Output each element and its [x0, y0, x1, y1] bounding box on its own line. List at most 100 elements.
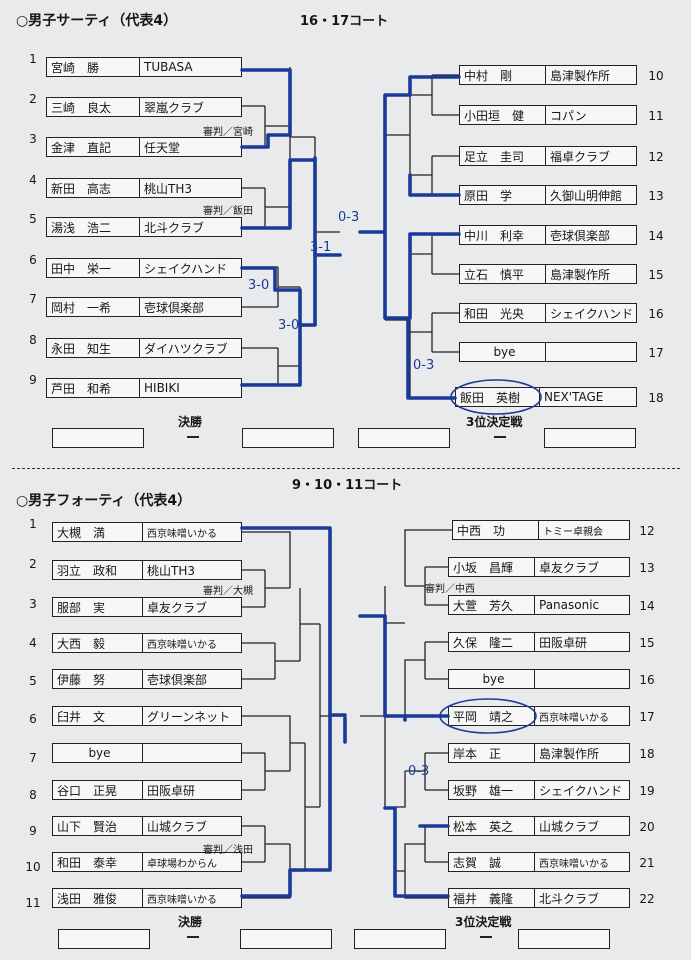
seed-number: 15 — [639, 636, 655, 650]
seed-number: 2 — [29, 557, 37, 571]
seed-number: 3 — [29, 597, 37, 611]
section-title-forty: ○男子フォーティ（代表4） — [16, 493, 192, 509]
player-name: 足立 圭司 — [460, 147, 546, 165]
player-name: 浅田 雅俊 — [53, 889, 143, 907]
player-club: 西京味噌いかる — [147, 639, 217, 651]
player-entry: 山下 賢治 山城クラブ — [52, 816, 242, 836]
player-name: 和田 光央 — [460, 304, 546, 322]
player-club: 壱球倶楽部 — [550, 228, 611, 243]
seed-number: 4 — [29, 173, 37, 187]
player-entry: bye — [52, 743, 242, 763]
player-club: 田阪卓研 — [147, 783, 196, 798]
player-name: 岸本 正 — [449, 744, 535, 762]
player-entry: 芦田 和希 HIBIKI — [46, 378, 242, 398]
umpire-note: 審判／浅田 — [203, 845, 253, 856]
player-club: 島津製作所 — [550, 267, 611, 282]
seed-number: 8 — [29, 333, 37, 347]
player-club: 山城クラブ — [539, 819, 600, 834]
seed-number: 17 — [648, 346, 664, 360]
player-club: 壱球倶楽部 — [144, 300, 205, 315]
player-club: 北斗クラブ — [144, 220, 205, 235]
player-entry: 和田 光央 シェイクハンド — [459, 303, 637, 323]
player-entry: 岡村 一希 壱球倶楽部 — [46, 297, 242, 317]
player-name: bye — [460, 343, 546, 361]
seed-number: 11 — [25, 896, 41, 910]
player-name: 原田 学 — [460, 186, 546, 204]
result-box — [52, 428, 144, 448]
seed-number: 14 — [639, 599, 655, 613]
seed-number: 6 — [29, 712, 37, 726]
player-club: 壱球倶楽部 — [147, 672, 208, 687]
player-club: 島津製作所 — [539, 746, 600, 761]
player-entry: 浅田 雅俊 西京味噌いかる — [52, 888, 242, 908]
player-name: 中川 利幸 — [460, 226, 546, 244]
player-name: 大西 毅 — [53, 634, 143, 652]
player-name: 大萱 芳久 — [449, 596, 535, 614]
third-place-label: 3位決定戦 — [455, 915, 512, 929]
player-name: 臼井 文 — [53, 707, 143, 725]
player-name: 湯浅 浩二 — [47, 218, 140, 236]
player-entry: 服部 実 卓友クラブ — [52, 597, 242, 617]
player-club: 翠嵐クラブ — [144, 100, 205, 115]
player-club: 田阪卓研 — [539, 635, 588, 650]
umpire-note: 審判／飯田 — [203, 206, 253, 217]
player-club: 久御山明伸館 — [550, 188, 623, 203]
section-title-thirty: ○男子サーティ（代表4） — [16, 13, 178, 29]
player-name: 飯田 英樹 — [456, 388, 540, 406]
seed-number: 1 — [29, 517, 37, 531]
seed-number: 16 — [639, 673, 655, 687]
player-name: 山下 賢治 — [53, 817, 143, 835]
player-entry: 小坂 昌輝 卓友クラブ — [448, 557, 630, 577]
player-name: 谷口 正晃 — [53, 781, 143, 799]
player-entry: 大西 毅 西京味噌いかる — [52, 633, 242, 653]
seed-number: 11 — [648, 109, 664, 123]
seed-number: 4 — [29, 636, 37, 650]
court-label-bottom: 9・10・11コート — [292, 478, 403, 493]
final-dash — [187, 936, 199, 938]
player-name: 伊藤 努 — [53, 670, 143, 688]
player-name: 中西 功 — [453, 521, 539, 539]
player-entry: 大萱 芳久 Panasonic — [448, 595, 630, 615]
seed-number: 5 — [29, 674, 37, 688]
section-divider — [12, 468, 680, 469]
player-club: コパン — [550, 108, 587, 123]
player-entry: 湯浅 浩二 北斗クラブ — [46, 217, 242, 237]
player-name: 羽立 政和 — [53, 561, 143, 579]
player-entry: 松本 英之 山城クラブ — [448, 816, 630, 836]
player-name: 服部 実 — [53, 598, 143, 616]
result-box — [354, 929, 446, 949]
player-entry: 平岡 靖之 西京味噌いかる — [448, 706, 630, 726]
player-entry: 飯田 英樹 NEX'TAGE — [455, 387, 637, 407]
player-name: 宮崎 勝 — [47, 58, 140, 76]
player-entry: 志賀 誠 西京味噌いかる — [448, 852, 630, 872]
seed-number: 15 — [648, 268, 664, 282]
player-name: 立石 慎平 — [460, 265, 546, 283]
player-entry: 永田 知生 ダイハツクラブ — [46, 338, 242, 358]
player-club: HIBIKI — [144, 381, 180, 395]
seed-number: 10 — [648, 69, 664, 83]
seed-number: 18 — [648, 391, 664, 405]
result-box — [544, 428, 636, 448]
seed-number: 3 — [29, 132, 37, 146]
seed-number: 22 — [639, 892, 655, 906]
player-entry: 和田 泰幸 卓球場わからん — [52, 852, 242, 872]
seed-number: 9 — [29, 373, 37, 387]
handwritten-score: 3-0 — [278, 318, 300, 333]
seed-number: 9 — [29, 824, 37, 838]
player-entry: bye — [459, 342, 637, 362]
player-club: 西京味噌いかる — [539, 712, 609, 724]
player-club: 桃山TH3 — [144, 181, 192, 196]
seed-number: 17 — [639, 710, 655, 724]
player-club: シェイクハンド — [144, 261, 228, 276]
player-entry: 臼井 文 グリーンネット — [52, 706, 242, 726]
handwritten-score: 3-0 — [248, 278, 270, 293]
player-club: TUBASA — [144, 60, 193, 74]
seed-number: 1 — [29, 52, 37, 66]
player-name: 福井 義隆 — [449, 889, 535, 907]
seed-number: 16 — [648, 307, 664, 321]
player-entry: 田中 栄一 シェイクハンド — [46, 258, 242, 278]
player-name: 芦田 和希 — [47, 379, 140, 397]
result-box — [518, 929, 610, 949]
player-entry: 中村 剛 島津製作所 — [459, 65, 637, 85]
